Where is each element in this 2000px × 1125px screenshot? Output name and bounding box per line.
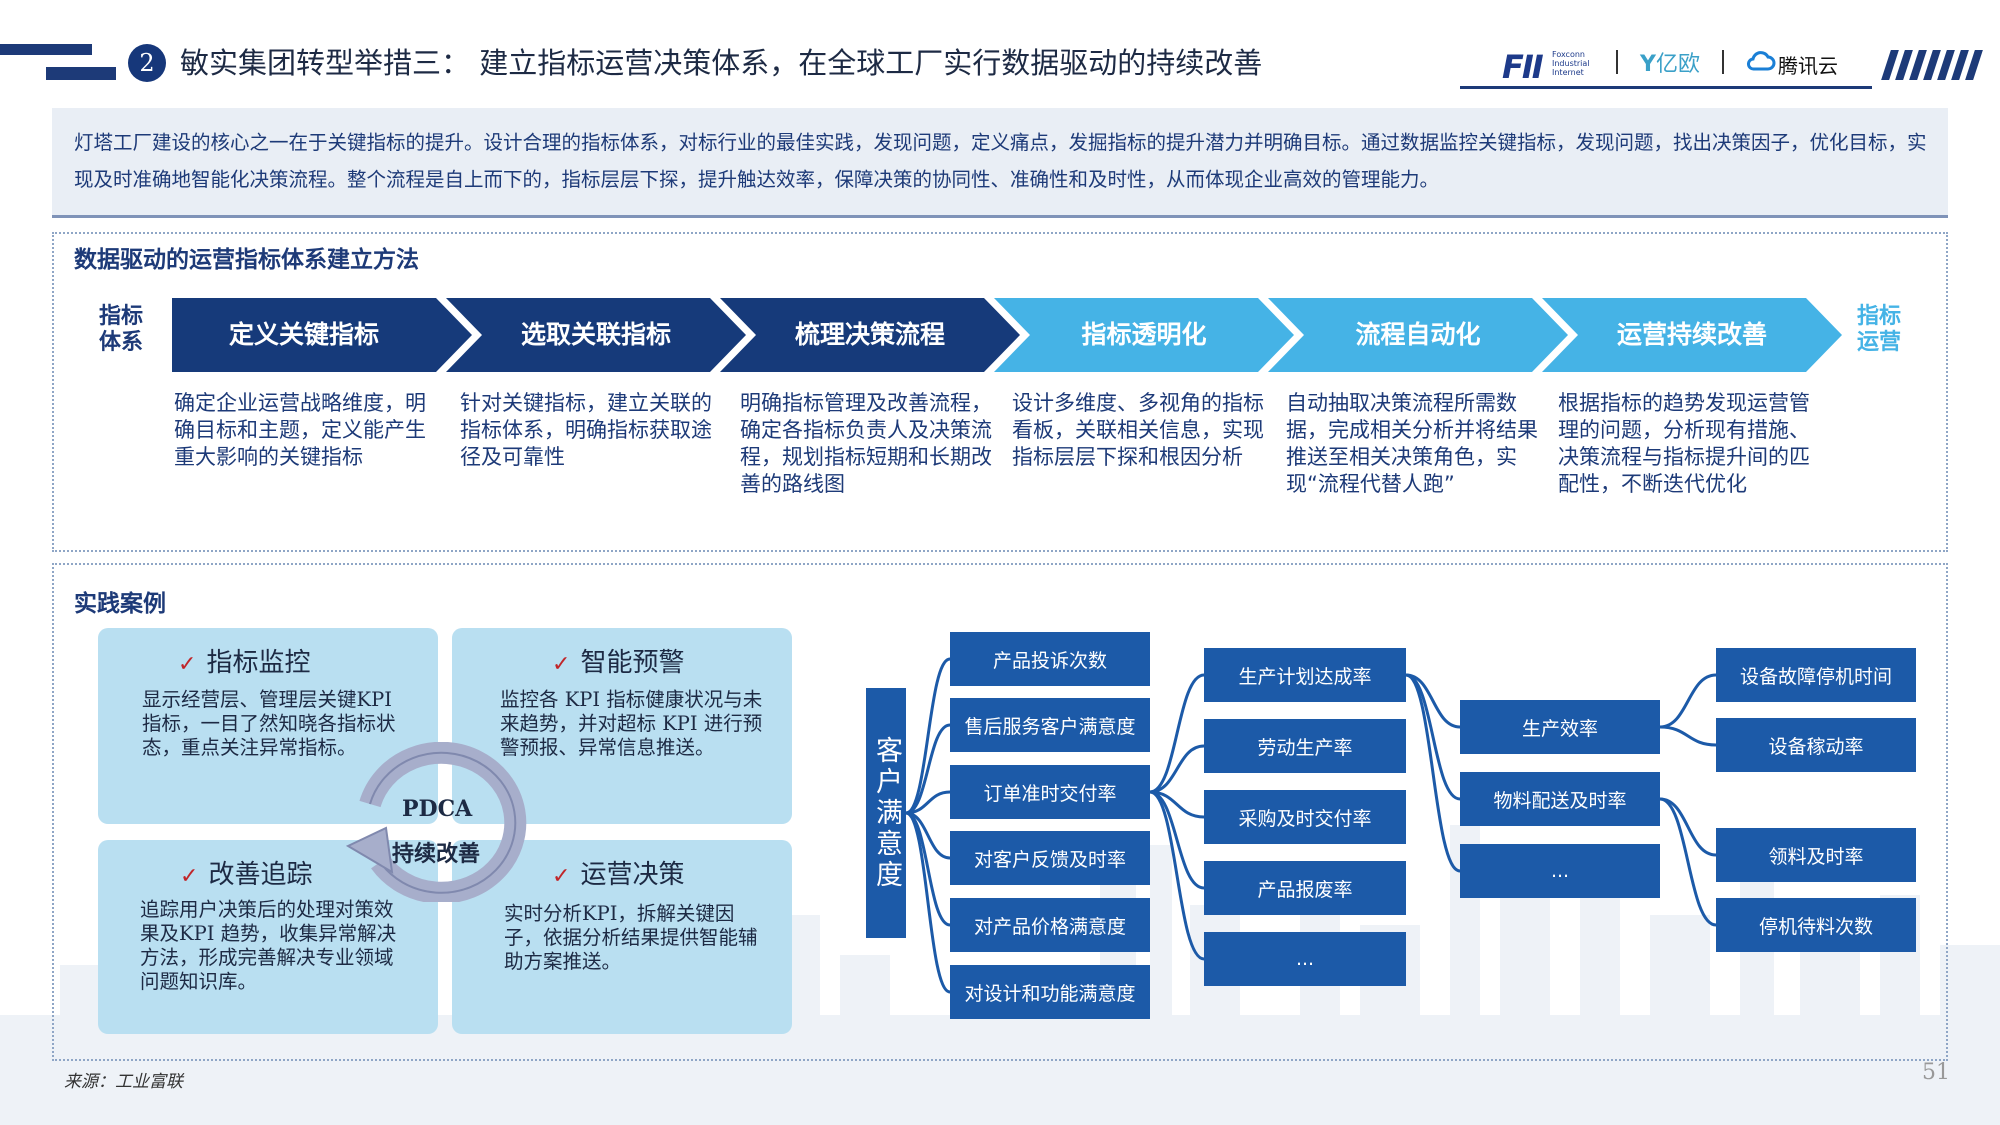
right-side-label: 指标运营 [1854,304,1904,356]
intro-text: 灯塔工厂建设的核心之一在于关键指标的提升。设计合理的指标体系，对标行业的最佳实践… [74,131,1927,191]
fii-logo-subtext-text: Foxconn Industrial Internet [1552,50,1590,77]
process-step-description: 自动抽取决策流程所需数据，完成相关分析并将结果推送至相关决策角色，实现“流程代替… [1286,391,1538,496]
fii-logo: FII [1502,48,1544,86]
card-title-text: 运营决策 [580,860,685,890]
method-section [52,232,1948,552]
page-title: 敏实集团转型举措三： 建立指标运营决策体系，在全球工厂实行数据驱动的持续改善 [180,46,1263,80]
card-title-text: 改善追踪 [208,860,313,890]
tree-node-level3[interactable]: 生产效率 [1460,700,1660,754]
header-accent-bar-bottom [46,67,116,80]
decorative-stripes [1881,50,1990,80]
check-icon: ✓ [552,652,571,677]
logo-separator [1616,50,1618,74]
card-title: ✓ 改善追踪 [180,854,312,891]
tree-node-level1[interactable]: 对产品价格满意度 [950,898,1150,952]
cases-section [52,563,1948,1061]
card-title-text: 指标监控 [206,648,311,678]
tree-root-label: 客户满意度 [871,735,902,891]
cases-section-title: 实践案例 [74,591,166,617]
tree-node-level1[interactable]: 对客户反馈及时率 [950,831,1150,885]
process-step-label[interactable]: 运营持续改善 [1616,320,1767,349]
header-accent-bar-top [0,44,92,55]
process-step-label[interactable]: 梳理决策流程 [794,320,945,349]
card-text: 追踪用户决策后的处理对策效果及KPI 趋势，收集异常解决方法，形成完善解决专业领… [140,898,397,993]
tree-node-level2[interactable]: 劳动生产率 [1204,719,1406,773]
intro-box: 灯塔工厂建设的核心之一在于关键指标的提升。设计合理的指标体系，对标行业的最佳实践… [52,108,1948,218]
yiou-logo: Y亿欧 [1640,52,1700,77]
process-step-label[interactable]: 流程自动化 [1355,320,1481,349]
section-number-badge: 2 [128,44,166,82]
source-note: 来源：工业富联 [64,1072,183,1092]
process-step-description: 根据指标的趋势发现运营管理的问题，分析现有措施、决策流程与指标提升间的匹配性，不… [1558,391,1810,496]
tree-node-level1[interactable]: 订单准时交付率 [950,765,1150,819]
logo-separator [1722,50,1724,74]
pdca-sublabel: 持续改善 [392,842,481,867]
right-side-label-text: 指标运营 [1856,304,1901,355]
process-step-label[interactable]: 指标透明化 [1081,320,1207,349]
tree-node-level3[interactable]: 物料配送及时率 [1460,772,1660,826]
check-icon: ✓ [180,864,199,889]
tree-node-level2[interactable]: 产品报废率 [1204,861,1406,915]
tree-node-level3[interactable]: ... [1460,844,1660,898]
tencent-cloud-logo: 腾讯云 [1778,54,1838,78]
card-text: 显示经营层、管理层关键KPI 指标，一目了然知晓各指标状态，重点关注异常指标。 [142,688,396,759]
check-icon: ✓ [178,652,197,677]
left-side-label: 指标体系 [96,304,146,356]
card-text: 监控各 KPI 指标健康状况与未来趋势，并对超标 KPI 进行预警预报、异常信息… [500,688,763,759]
tree-node-level1[interactable]: 对设计和功能满意度 [950,965,1150,1019]
pdca-cycle-icon [345,742,527,902]
process-step-label[interactable]: 选取关联指标 [520,320,671,349]
fii-logo-subtext: Foxconn Industrial Internet [1552,50,1594,77]
card-title: ✓ 运营决策 [552,854,684,891]
process-step-description: 确定企业运营战略维度，明确目标和主题，定义能产生重大影响的关键指标 [174,391,426,469]
tree-node-level2[interactable]: 生产计划达成率 [1204,648,1406,702]
header-underline [1460,86,1872,89]
card-title-text: 智能预警 [580,648,685,678]
tree-node-level4[interactable]: 设备稼动率 [1716,718,1916,772]
pdca-label: PDCA [402,796,473,822]
card-title: ✓ 智能预警 [552,642,684,679]
tencent-cloud-icon [1746,51,1776,71]
process-step-description: 明确指标管理及改善流程，确定各指标负责人及决策流程，规划指标短期和长期改善的路线… [740,391,992,496]
card-title: ✓ 指标监控 [178,642,310,679]
tree-node-level1[interactable]: 售后服务客户满意度 [950,698,1150,752]
tree-node-level4[interactable]: 停机待料次数 [1716,898,1916,952]
process-step-description: 针对关键指标，建立关联的指标体系，明确指标获取途径及可靠性 [460,391,712,469]
process-step-description: 设计多维度、多视角的指标看板，关联相关信息，实现指标层层下探和根因分析 [1012,391,1264,469]
tree-node-level4[interactable]: 设备故障停机时间 [1716,648,1916,702]
tree-node-level1[interactable]: 产品投诉次数 [950,632,1150,686]
tree-node-level2[interactable]: 采购及时交付率 [1204,790,1406,844]
tree-root-customer-satisfaction[interactable]: 客户满意度 [866,688,906,938]
tree-node-level4[interactable]: 领料及时率 [1716,828,1916,882]
method-section-title: 数据驱动的运营指标体系建立方法 [74,247,419,273]
left-side-label-text: 指标体系 [98,304,143,355]
tree-node-level2[interactable]: ... [1204,932,1406,986]
card-text: 实时分析KPI，拆解关键因子，依据分析结果提供智能辅助方案推送。 [504,902,758,973]
yiou-logo-text: 亿欧 [1655,52,1700,77]
page-number: 51 [1922,1060,1950,1085]
check-icon: ✓ [552,864,571,889]
process-step-label[interactable]: 定义关键指标 [228,320,379,349]
card-operation-decision[interactable]: ✓ 运营决策 实时分析KPI，拆解关键因子，依据分析结果提供智能辅助方案推送。 [452,840,792,1034]
